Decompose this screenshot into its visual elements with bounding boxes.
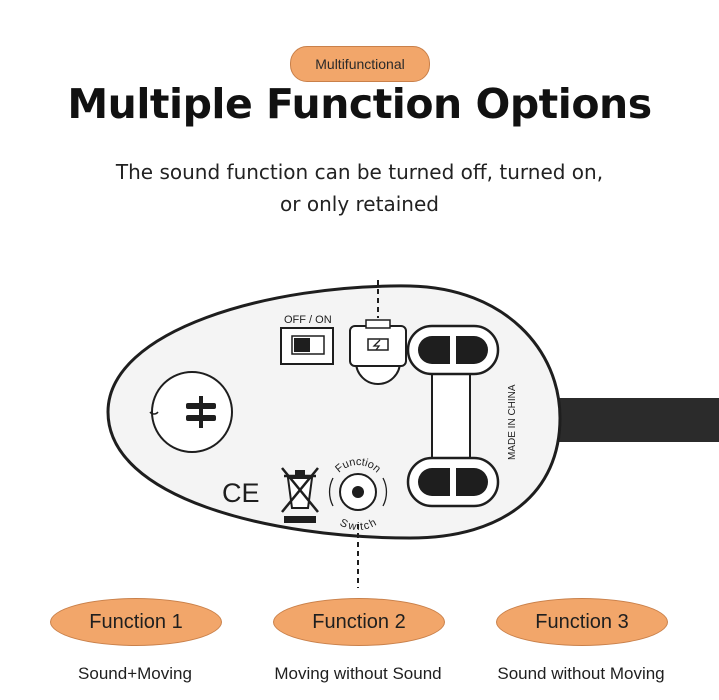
function-3-desc: Sound without Moving bbox=[497, 664, 665, 683]
wheel-assembly bbox=[406, 324, 500, 508]
sound-knob[interactable] bbox=[149, 371, 233, 453]
function-switch-button[interactable] bbox=[328, 473, 388, 511]
function-1-desc: Sound+Moving bbox=[78, 664, 192, 683]
off-on-switch[interactable] bbox=[280, 327, 334, 365]
function-2-pill: Function 2 bbox=[273, 598, 445, 646]
function-ring-top-label: Function bbox=[333, 456, 383, 475]
function-1-pill: Function 1 bbox=[50, 598, 222, 646]
ce-mark: CE bbox=[222, 478, 260, 508]
cable bbox=[548, 398, 719, 442]
weee-bin-icon bbox=[281, 467, 319, 523]
switch-label: OFF / ON bbox=[284, 314, 332, 326]
function-2-desc: Moving without Sound bbox=[274, 664, 442, 683]
page-subtitle: The sound function can be turned off, tu… bbox=[0, 156, 719, 220]
page-title: Multiple Function Options bbox=[67, 80, 652, 128]
device-diagram: OFF / ON MADE IN CHINA CE bbox=[106, 280, 719, 588]
subtitle-line-1: The sound function can be turned off, tu… bbox=[115, 160, 604, 184]
made-in-label: MADE IN CHINA bbox=[507, 384, 518, 460]
function-3-pill: Function 3 bbox=[496, 598, 668, 646]
battery-icon bbox=[349, 319, 407, 385]
subtitle-line-2: or only retained bbox=[280, 192, 439, 216]
multifunctional-badge: Multifunctional bbox=[290, 46, 430, 82]
